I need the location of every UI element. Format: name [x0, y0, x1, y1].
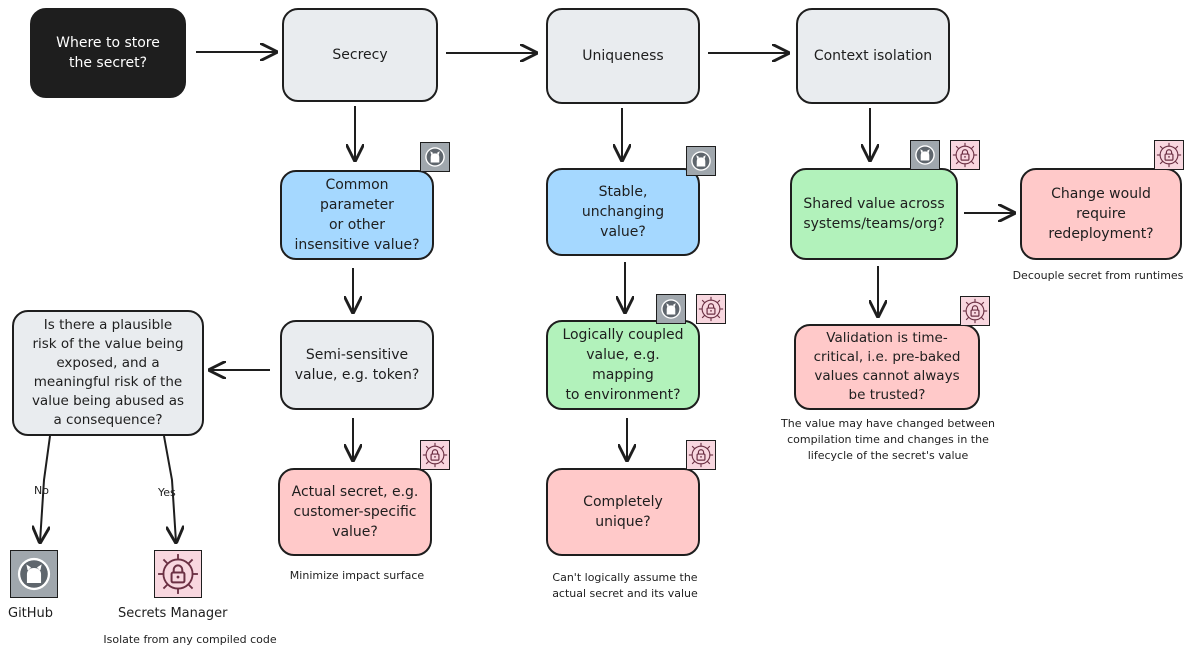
github-icon — [10, 550, 58, 598]
note-value-changed: The value may have changed between compi… — [781, 417, 995, 462]
arrow-risk-github — [40, 435, 51, 542]
context-isolation-node: Context isolation — [796, 8, 950, 104]
github-icon — [686, 146, 716, 176]
change-redeployment-node: Change would require redeployment? — [1020, 168, 1182, 260]
secrets-manager-icon — [960, 296, 990, 326]
secrecy-node: Secrecy — [282, 8, 438, 102]
legend-secrets-manager-label: Secrets Manager — [118, 606, 228, 621]
arrow-risk-secrets — [163, 435, 176, 542]
edge-label-no: No — [34, 484, 49, 497]
secrets-manager-icon — [420, 440, 450, 470]
legend-github-label: GitHub — [8, 606, 54, 621]
note-decouple: Decouple secret from runtimes — [1012, 269, 1184, 282]
github-icon — [910, 140, 940, 170]
start-node: Where to store the secret? — [30, 8, 186, 98]
secrets-manager-icon — [696, 294, 726, 324]
secrets-manager-icon — [154, 550, 202, 598]
note-cant-assume: Can't logically assume the actual secret… — [552, 571, 698, 600]
secrets-manager-icon — [1154, 140, 1184, 170]
stable-value-node: Stable, unchanging value? — [546, 168, 700, 256]
secrets-manager-icon — [950, 140, 980, 170]
completely-unique-node: Completely unique? — [546, 468, 700, 556]
shared-value-node: Shared value across systems/teams/org? — [790, 168, 958, 260]
secrets-manager-icon — [686, 440, 716, 470]
legend-isolate-note: Isolate from any compiled code — [103, 633, 277, 646]
semi-sensitive-node: Semi-sensitive value, e.g. token? — [280, 320, 434, 410]
edge-label-yes: Yes — [158, 486, 176, 499]
github-icon — [420, 142, 450, 172]
github-icon — [656, 294, 686, 324]
common-parameter-node: Common parameter or other insensitive va… — [280, 170, 434, 260]
actual-secret-node: Actual secret, e.g. customer-specific va… — [278, 468, 432, 556]
note-minimize-impact: Minimize impact surface — [289, 569, 425, 582]
uniqueness-node: Uniqueness — [546, 8, 700, 104]
validation-time-critical-node: Validation is time- critical, i.e. pre-b… — [794, 324, 980, 410]
logically-coupled-node: Logically coupled value, e.g. mapping to… — [546, 320, 700, 410]
risk-question-node: Is there a plausible risk of the value b… — [12, 310, 204, 436]
